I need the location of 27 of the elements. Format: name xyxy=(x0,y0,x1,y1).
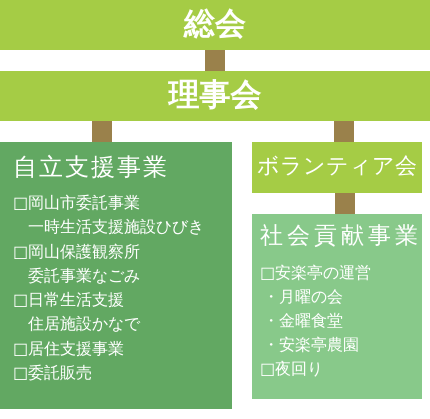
panel-heading: 社会貢献事業 xyxy=(260,222,422,251)
bar-title: ボランティア会 xyxy=(257,154,417,181)
list-item: □岡山市委託事業 xyxy=(13,192,140,214)
list-item: □委託販売 xyxy=(13,362,92,384)
bar-title: 総会 xyxy=(184,6,246,44)
program-panel xyxy=(0,142,232,409)
panel-heading: 自立支援事業 xyxy=(13,152,169,182)
bar-title: 理事会 xyxy=(168,77,262,115)
list-item: 委託事業なごみ xyxy=(28,264,140,287)
list-item: □居住支援事業 xyxy=(13,338,124,360)
list-item: 住居施設かなで xyxy=(28,313,140,336)
org-bar xyxy=(0,71,430,121)
list-item: 一時生活支援施設ひびき xyxy=(28,216,204,238)
connector xyxy=(92,121,112,142)
program-panel xyxy=(252,214,422,399)
org-box xyxy=(252,142,422,193)
list-item: ・金曜食堂 xyxy=(263,310,343,332)
org-bar xyxy=(0,0,430,50)
list-item: ・安楽亭農園 xyxy=(263,334,359,356)
list-item: □日常生活支援 xyxy=(13,289,124,312)
connector xyxy=(205,50,225,71)
list-item: □岡山保護観察所 xyxy=(13,240,140,263)
list-item: □安楽亭の運営 xyxy=(260,262,372,284)
list-item: □夜回り xyxy=(260,358,324,380)
connector xyxy=(335,193,355,214)
list-item: ・月曜の会 xyxy=(263,286,343,308)
connector xyxy=(334,121,354,142)
